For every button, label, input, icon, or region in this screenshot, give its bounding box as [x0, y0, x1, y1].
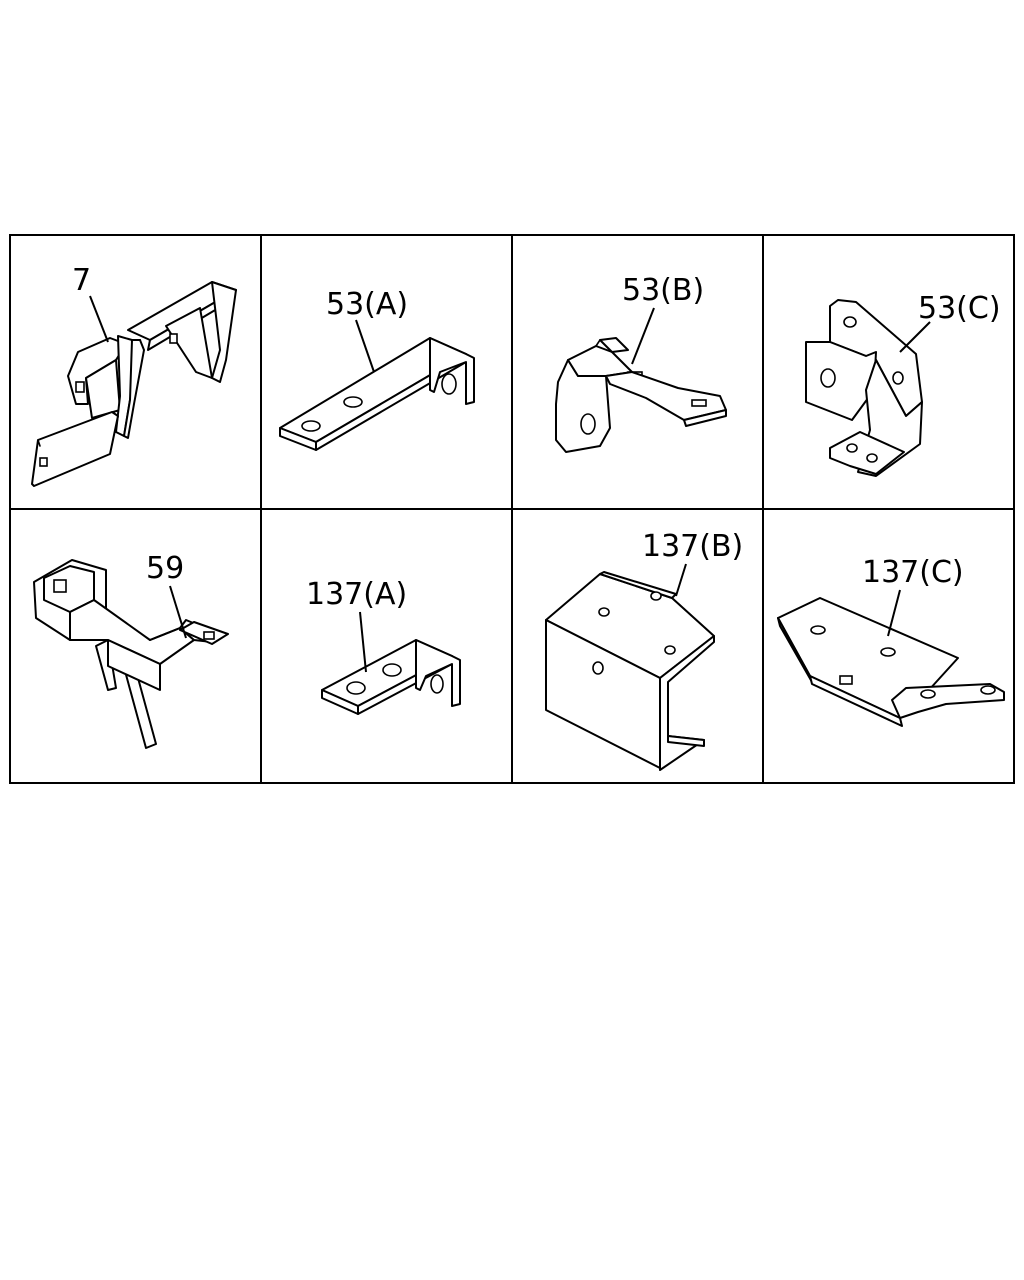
leader-53B — [631, 307, 655, 365]
leader-59 — [169, 585, 187, 639]
leader-7 — [89, 295, 109, 343]
leader-137B — [675, 563, 687, 597]
leader-53C — [899, 321, 931, 353]
cell-part-137C: 137(C) — [777, 555, 1005, 727]
callout-53B: 53(B) — [622, 273, 704, 308]
bracket-53A-drawing — [279, 337, 475, 451]
cell-part-59: 59 — [33, 551, 229, 749]
callout-7: 7 — [72, 263, 91, 298]
cell-part-53C: 53(C) — [805, 291, 1001, 477]
leader-137A — [359, 611, 367, 673]
cell-part-53B: 53(B) — [555, 273, 727, 453]
callout-53C: 53(C) — [918, 291, 1001, 326]
grid-frame — [9, 234, 1015, 784]
cell-part-53A: 53(A) — [279, 287, 475, 451]
bracket-137B-drawing — [545, 571, 715, 771]
bracket-137C-drawing — [777, 597, 1005, 727]
bracket-53B-drawing — [555, 337, 727, 453]
callout-59: 59 — [146, 551, 184, 586]
bracket-53C-drawing — [805, 299, 923, 477]
callout-137C: 137(C) — [862, 555, 964, 590]
callout-137B: 137(B) — [642, 529, 743, 564]
callout-137A: 137(A) — [306, 577, 407, 612]
bracket-59-drawing — [33, 559, 229, 749]
callout-53A: 53(A) — [326, 287, 408, 322]
cell-part-7: 7 — [31, 263, 237, 487]
cell-part-137A: 137(A) — [306, 577, 461, 715]
cell-part-137B: 137(B) — [545, 529, 743, 771]
bracket-137A-drawing — [321, 639, 461, 715]
bracket-7-drawing — [31, 281, 237, 487]
leader-53A — [355, 319, 375, 373]
leader-137C — [887, 589, 901, 637]
